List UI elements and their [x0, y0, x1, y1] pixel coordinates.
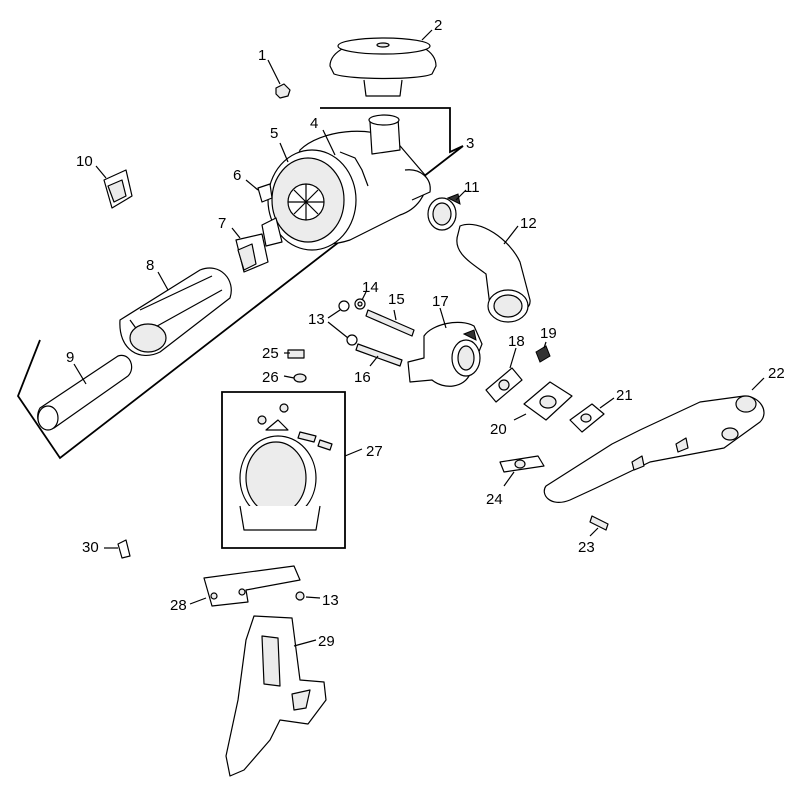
- callout-12: 12: [520, 215, 537, 232]
- callout-23: 23: [578, 539, 595, 556]
- callout-2: 2: [434, 17, 442, 34]
- callout-20: 20: [490, 421, 507, 438]
- callout-10: 10: [76, 153, 93, 170]
- part-13-nut-lower: [295, 591, 321, 601]
- part-10-valve: [95, 165, 133, 209]
- callout-25: 25: [262, 345, 279, 362]
- callout-21: 21: [616, 387, 633, 404]
- callout-1: 1: [258, 47, 266, 64]
- callout-8: 8: [146, 257, 154, 274]
- callout-13-lower: 13: [322, 592, 339, 609]
- callout-3: 3: [466, 135, 474, 152]
- part-20-spacer: [513, 381, 573, 421]
- part-9-inner-filter: [37, 354, 133, 431]
- part-23-bolt: [589, 515, 609, 537]
- part-15-stud: [365, 309, 415, 337]
- callout-13: 13: [308, 311, 325, 328]
- part-25-screw: [284, 349, 305, 359]
- part-18-gasket: [485, 347, 523, 403]
- callout-27: 27: [366, 443, 383, 460]
- part-22-intake-manifold: [543, 377, 765, 503]
- part-30-clip: [104, 539, 131, 559]
- callout-19: 19: [540, 325, 557, 342]
- callout-16: 16: [354, 369, 371, 386]
- callout-5: 5: [270, 125, 278, 142]
- part-29-mounting-bracket: [225, 615, 327, 777]
- callout-11: 11: [464, 179, 480, 196]
- part-17-inlet-adapter: [407, 307, 483, 387]
- part-19-fitting: [535, 341, 551, 363]
- part-21-gasket: [569, 397, 615, 433]
- callout-24: 24: [486, 491, 503, 508]
- callout-18: 18: [508, 333, 525, 350]
- callout-labels: 1 2 3 4 5 6 7 8 9 10 11 12 13 14 15 16 1…: [66, 17, 785, 650]
- part-26-washer: [283, 373, 307, 383]
- part-7-vacuator-valve: [231, 227, 269, 273]
- callout-17: 17: [432, 293, 449, 310]
- part-4-air-cleaner-housing: [261, 114, 431, 251]
- assembly-3-bracket: [16, 107, 464, 460]
- callout-14: 14: [362, 279, 379, 296]
- callout-7: 7: [218, 215, 226, 232]
- callout-22: 22: [768, 365, 785, 382]
- part-27-shroud: [239, 403, 333, 531]
- callout-15: 15: [388, 291, 405, 308]
- part-28-bracket-plate: [189, 565, 301, 607]
- callout-30: 30: [82, 539, 99, 556]
- part-6-clip: [245, 179, 273, 203]
- callout-9: 9: [66, 349, 74, 366]
- callout-6: 6: [233, 167, 241, 184]
- part-1-nut: [267, 59, 291, 99]
- part-13-nut-upper: [327, 300, 358, 346]
- part-8-filter-element: [119, 267, 232, 357]
- callout-28: 28: [170, 597, 187, 614]
- part-16-stud: [355, 343, 403, 367]
- callout-4: 4: [310, 115, 318, 132]
- callout-26: 26: [262, 369, 279, 386]
- part-14-washer: [354, 291, 367, 310]
- callout-29: 29: [318, 633, 335, 650]
- part-2-filter-cover: [329, 29, 437, 97]
- part-11-hose-clamp: [427, 189, 467, 231]
- part-24-gasket: [499, 455, 545, 487]
- assembly-27-frame: [221, 391, 363, 549]
- part-12-elbow-hose: [456, 223, 531, 323]
